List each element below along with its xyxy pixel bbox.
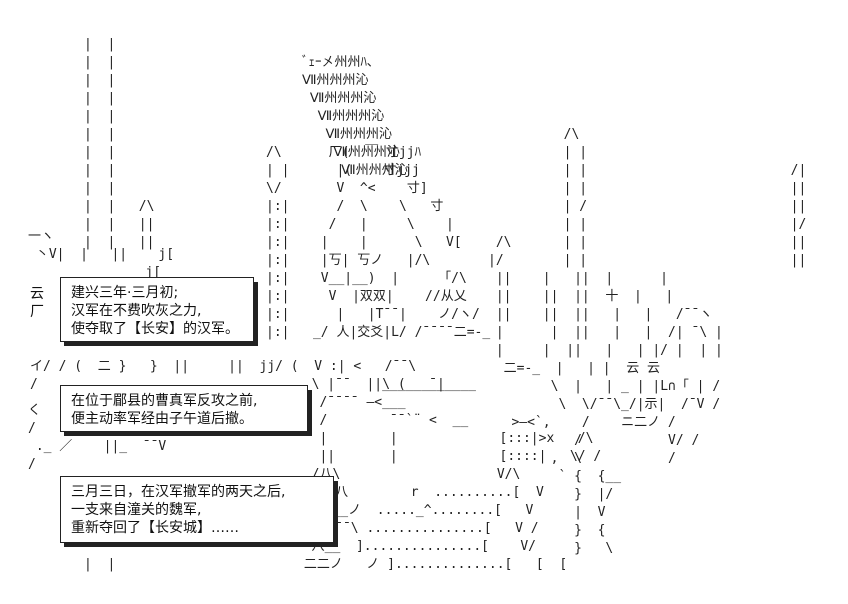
gate-mark-4: 寸 bbox=[430, 199, 444, 214]
caption2-box: 在位于郿县的曹真军反攻之前, 便主动率军经由子午道后撤。 bbox=[60, 385, 308, 432]
caption2-line-1: 在位于郿县的曹真军反攻之前, bbox=[71, 393, 258, 409]
cloud-mark-6: L∩「 bbox=[660, 379, 689, 394]
gate-art: /\ 厂( ￣ 寸jjﾊ | | |( 寸jjj \/ V ^< 寸] |:| … bbox=[266, 145, 491, 340]
cloud-mark-3: 云 云 bbox=[626, 361, 661, 376]
cloud-mark-4: 示| bbox=[644, 397, 666, 412]
left-pillars-art: | | | | | | | | | | | | | | | | | | | | … bbox=[84, 37, 155, 250]
bottom-left-art: | | bbox=[84, 557, 116, 572]
gate-mark-1: 寸jjﾊ bbox=[385, 145, 422, 160]
caption1-line-3: 使夺取了【长安】的汉军。 bbox=[71, 321, 239, 337]
central-tower-art: ﾞｪｰ㐅州州ﾊ､ Ⅶ州州州沁 Ⅶ州州州沁 Ⅶ州州州沁 Ⅶ州州州沁 Ⅶ州州州沁 Ⅶ… bbox=[302, 54, 408, 180]
tower-top-label: ﾞｪｰ㐅州州ﾊ､ bbox=[302, 55, 374, 70]
wall-mark-5: 人|交爻| bbox=[336, 325, 392, 340]
wall-mark-2: 丂ノ bbox=[357, 253, 384, 268]
caption1-line-2: 汉军在不费吹灰之力, bbox=[71, 303, 202, 319]
tower-row-2: Ⅶ州州州沁 bbox=[309, 91, 377, 106]
wall-mark-3: 双双| bbox=[359, 289, 394, 304]
caption1-line-1: 建兴三年·三月初; bbox=[71, 285, 179, 301]
right-cloud-art: /\ |/ || | || | | || || || 十 | | || || |… bbox=[488, 235, 723, 556]
wall-mark-1: 丂| bbox=[328, 253, 350, 268]
caption1-box: 建兴三年·三月初; 汉军在不费吹灰之力, 使夺取了【长安】的汉军。 bbox=[60, 277, 254, 342]
caption3-line-1: 三月三日，在汉军撤军的两天之后, bbox=[71, 484, 286, 500]
caption3-line-3: 重新夺回了【长安城】…… bbox=[71, 520, 239, 536]
gate-mark-2: 寸jjj bbox=[383, 163, 420, 178]
gate-mark-3: 寸] bbox=[406, 181, 428, 196]
cloud-mark-5: ニ二ノ bbox=[621, 415, 661, 430]
foreground-figures-art: \ |¯¯ ||____________ / /¯¯¯¯ —<___ / / ¯… bbox=[296, 377, 602, 572]
right-pillars-art: /\ | | | | /| | | || | / || | | |/ | | |… bbox=[563, 127, 807, 268]
tower-row-3: Ⅶ州州州沁 bbox=[317, 109, 385, 124]
ground-line-art: イ/ / ( 二 } } || || jj/ ( V :| < /¯¯\ / \… bbox=[30, 359, 445, 392]
wall-mark-4: 从乂 bbox=[440, 289, 467, 304]
left-tiled-roof-art: 一ヽ 丶V| | || j[ j[ bbox=[28, 229, 175, 280]
tower-row-1: Ⅶ州州州沁 bbox=[302, 73, 369, 88]
caption3-line-2: 一支来自潼关的魏军, bbox=[71, 502, 202, 518]
caption3-box: 三月三日，在汉军撤军的两天之后, 一支来自潼关的魏军, 重新夺回了【长安城】…… bbox=[60, 476, 334, 543]
caption2-line-2: 便主动率军经由子午道后撤。 bbox=[71, 411, 253, 427]
tower-row-5: Ⅶ州州州沁 bbox=[333, 145, 400, 160]
cloud-mark-left-2: 厂 bbox=[30, 304, 44, 320]
tower-row-6: Ⅶ州州州沁 bbox=[341, 163, 408, 178]
cloud-mark-left-1: 云 bbox=[30, 286, 44, 302]
tower-row-4: Ⅶ州州州沁 bbox=[325, 127, 393, 142]
left-lower-art: く / ._ ／ ||_ ¯¯V / bbox=[28, 403, 167, 472]
